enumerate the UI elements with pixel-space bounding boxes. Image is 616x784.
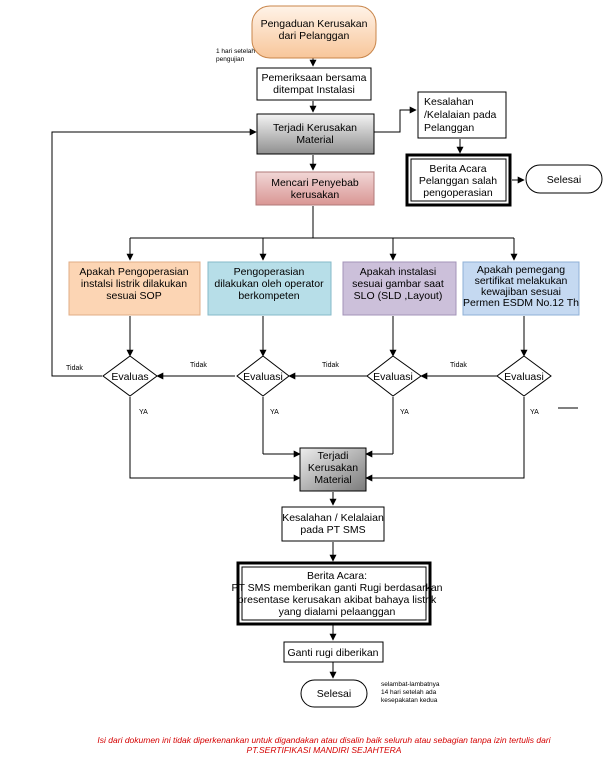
node-eval-3: Evaluasi xyxy=(366,355,422,397)
edge-eval-back xyxy=(51,128,257,377)
node-eval-3-text: Evaluasi xyxy=(373,371,413,383)
node-end-top: Selesai xyxy=(525,164,603,194)
label-no-1: Tidak xyxy=(66,365,83,372)
node-compensation-text: Ganti rugi diberikan xyxy=(287,647,378,659)
label-no-3: Tidak xyxy=(322,362,339,369)
footer-company: PT.SERTIFIKASI MANDIRI SEJAHTERA xyxy=(247,745,402,755)
label-yes-3: YA xyxy=(400,409,409,416)
label-no-2: Tidak xyxy=(190,362,207,369)
label-yes-4: YA xyxy=(530,409,539,416)
connectors xyxy=(51,58,578,679)
edge-eval1-yes xyxy=(129,397,301,482)
label-yes-1: YA xyxy=(139,409,148,416)
node-eval-2: Evaluasi xyxy=(236,355,290,397)
edge-damage-fault xyxy=(374,106,417,133)
label-yes-2: YA xyxy=(270,409,279,416)
node-end-bottom: Selesai xyxy=(300,679,368,708)
node-eval-1-text: Evaluas xyxy=(111,371,148,383)
node-end-bottom-text: Selesai xyxy=(317,688,351,700)
node-eval-2-text: Evaluasi xyxy=(243,371,283,383)
footer-disclaimer: Isi dari dokumen ini tidak diperkenankan… xyxy=(97,735,551,745)
node-end-top-text: Selesai xyxy=(547,174,581,186)
node-eval-4: Evaluasi xyxy=(496,355,552,397)
label-no-4: Tidak xyxy=(450,362,467,369)
edge-eval4-yes xyxy=(365,397,525,482)
node-eval-1: Evaluas xyxy=(102,355,158,397)
node-compensation: Ganti rugi diberikan xyxy=(283,641,384,663)
node-sms-report: Berita Acara:PT SMS memberikan ganti Rug… xyxy=(231,561,443,626)
node-sms-report-text: Berita Acara:PT SMS memberikan ganti Rug… xyxy=(231,570,442,618)
node-eval-4-text: Evaluasi xyxy=(504,371,544,383)
